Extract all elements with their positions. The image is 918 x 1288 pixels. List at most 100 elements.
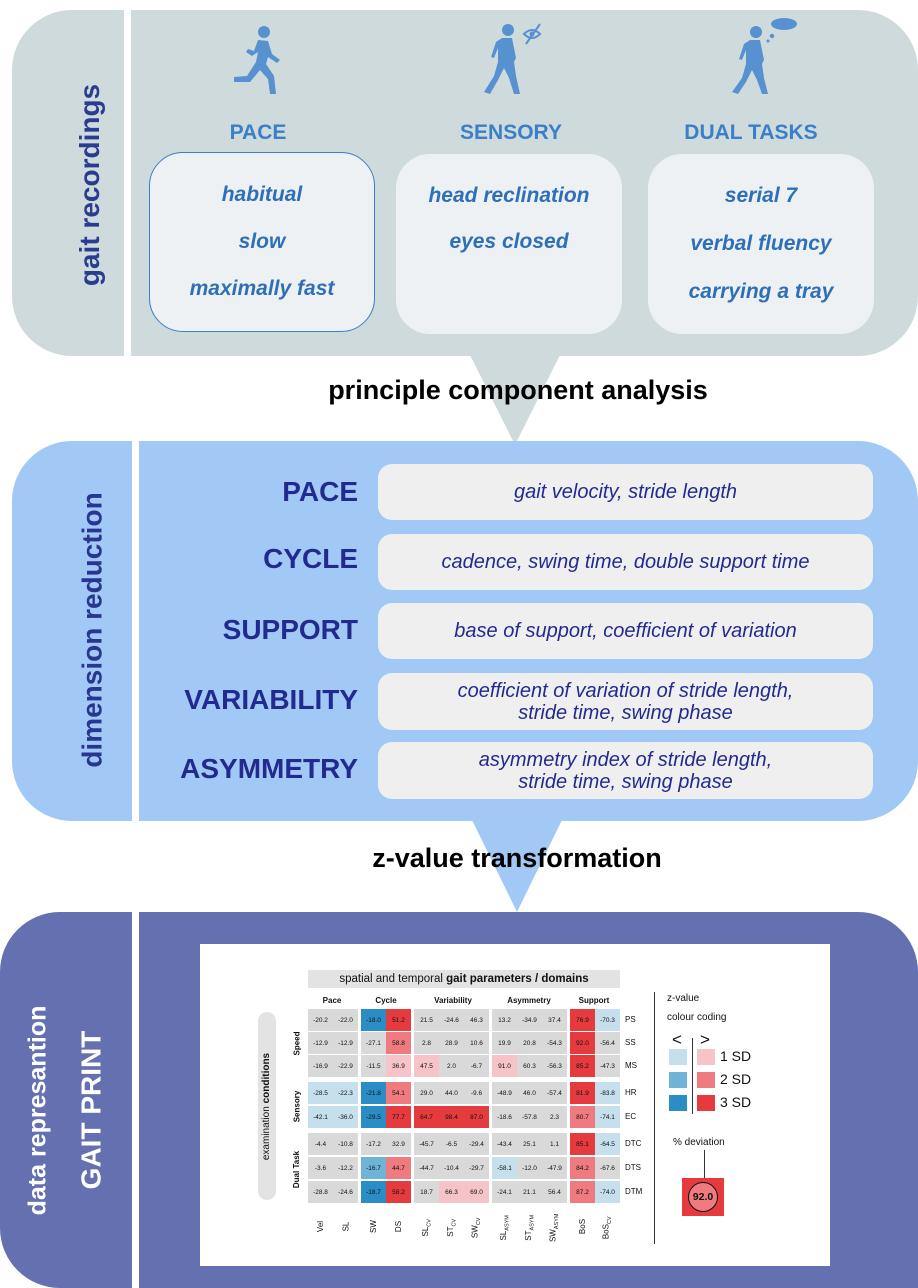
column-label: STCV <box>445 1218 458 1237</box>
heatmap-cell: 84.2 <box>570 1157 595 1179</box>
domain-description-cycle: cadence, swing time, double support time <box>378 534 873 590</box>
heatmap-cell: -11.5 <box>361 1055 386 1077</box>
heatmap-cell: -56.4 <box>595 1032 620 1054</box>
heatmap-cell: 29.0 <box>414 1082 439 1104</box>
heatmap-cell: -18.6 <box>492 1106 517 1128</box>
heatmap-cell: -18.0 <box>361 1009 386 1031</box>
heatmap-cell: -57.8 <box>517 1106 542 1128</box>
column-label: BoS <box>578 1218 587 1235</box>
domain-label-pace: PACE <box>282 476 358 507</box>
heatmap-cell: 2.0 <box>439 1055 464 1077</box>
heatmap-cell: 21.1 <box>517 1181 542 1203</box>
domain-label-variability: VARIABILITY <box>184 684 358 715</box>
heatmap-cell: 2.8 <box>414 1032 439 1054</box>
dimension-reduction-label: dimension reduction <box>77 492 109 768</box>
heatmap-cell: 69.0 <box>464 1181 489 1203</box>
heatmap-cell: 28.9 <box>439 1032 464 1054</box>
legend-swatch-neg1 <box>669 1049 687 1065</box>
heatmap-cell: 91.0 <box>492 1055 517 1077</box>
row-label: HR <box>625 1088 637 1097</box>
pca-heading: principle component analysis <box>328 375 708 405</box>
heatmap-cell: -83.8 <box>595 1082 620 1104</box>
legend-1sd: 1 SD <box>720 1048 752 1064</box>
heatmap-cell: 21.5 <box>414 1009 439 1031</box>
domain-label-asymmetry: ASYMMETRY <box>180 753 358 784</box>
heatmap-cell: 13.2 <box>492 1009 517 1031</box>
conditions-axis-label: examination conditions <box>261 1052 273 1160</box>
heatmap-cell: -12.9 <box>308 1032 333 1054</box>
heatmap-cell: -28.5 <box>308 1082 333 1104</box>
legend-title-line2: colour coding <box>667 1012 727 1023</box>
column-label: SL <box>340 1221 350 1232</box>
heatmap-cell: -29.4 <box>464 1133 489 1155</box>
heatmap-cell: 51.2 <box>386 1009 411 1031</box>
dual-task-condition-item: carrying a tray <box>688 280 834 303</box>
row-label: DTM <box>625 1187 643 1196</box>
heatmap-cell: 98.4 <box>439 1106 464 1128</box>
heatmap-cell: -54.3 <box>542 1032 567 1054</box>
column-label: DS <box>394 1220 403 1233</box>
legend-greater-than: > <box>700 1030 710 1049</box>
description-line: cadence, swing time, double support time <box>441 551 810 573</box>
heatmap-cell: -74.1 <box>595 1106 620 1128</box>
column-label: SLCV <box>420 1219 433 1237</box>
heatmap-cell: -20.2 <box>308 1009 333 1031</box>
heatmap-cell: 64.7 <box>414 1106 439 1128</box>
title-bold-text: gait parameters / domains <box>446 973 589 985</box>
domain-description-variability: coefficient of variation of stride lengt… <box>378 673 873 730</box>
legend-deviation-pointer <box>704 1150 705 1180</box>
heatmap-cell: 44.7 <box>386 1157 411 1179</box>
heatmap-cell: 20.8 <box>517 1032 542 1054</box>
dual-task-condition-item: serial 7 <box>724 184 798 207</box>
pace-condition-item: slow <box>238 229 286 253</box>
legend-inner-divider <box>692 1038 693 1114</box>
heatmap-cell: -10.4 <box>439 1157 464 1179</box>
heatmap-cell: 56.4 <box>542 1181 567 1203</box>
column-label: SW <box>368 1220 378 1233</box>
description-line: coefficient of variation of stride lengt… <box>457 679 794 702</box>
domain-description-support: base of support, coefficient of variatio… <box>378 603 873 659</box>
heatmap-cell: -6.5 <box>439 1133 464 1155</box>
sensory-condition-item: head reclination <box>428 184 590 207</box>
domain-header-asymmetry: Asymmetry <box>507 996 551 1005</box>
heatmap-cell: -36.0 <box>333 1106 358 1128</box>
description-line: base of support, coefficient of variatio… <box>454 620 797 642</box>
heatmap-cell: 37.4 <box>542 1009 567 1031</box>
pace-conditions-box: habitual slow maximally fast <box>149 152 375 332</box>
legend-swatch-neg3 <box>669 1095 687 1111</box>
heatmap-cell: -3.6 <box>308 1157 333 1179</box>
heatmap-cell: 32.9 <box>386 1133 411 1155</box>
heatmap-cell: 60.3 <box>517 1055 542 1077</box>
heatmap-cell: -22.0 <box>333 1009 358 1031</box>
domain-header-support: Support <box>578 996 610 1005</box>
section-divider <box>132 912 139 1288</box>
legend-swatch-pos2 <box>697 1072 715 1088</box>
heatmap-cell: 18.7 <box>414 1181 439 1203</box>
heatmap-cell: 19.9 <box>492 1032 517 1054</box>
domain-label-support: SUPPORT <box>222 614 358 645</box>
heatmap-cell: -57.4 <box>542 1082 567 1104</box>
sensory-conditions-box: head reclination eyes closed <box>396 154 622 334</box>
sensory-condition-item: eyes closed <box>449 230 569 253</box>
legend-3sd: 3 SD <box>720 1094 752 1110</box>
heatmap-cell: -27.1 <box>361 1032 386 1054</box>
arrow-down-1 <box>470 355 560 445</box>
gait-print-label: GAIT PRINT <box>75 1030 107 1190</box>
heatmap-cell: -12.2 <box>333 1157 358 1179</box>
group-label-sensory: Sensory <box>292 1090 302 1122</box>
heatmap-cell: -56.3 <box>542 1055 567 1077</box>
category-dual-tasks-title: DUAL TASKS <box>684 121 818 144</box>
heatmap-cell: -47.3 <box>595 1055 620 1077</box>
domain-label-cycle: CYCLE <box>263 543 358 574</box>
section-divider <box>124 10 131 356</box>
domain-description-pace: gait velocity, stride length <box>378 464 873 520</box>
row-label: DTC <box>625 1139 642 1148</box>
legend-title-line1: z-value <box>667 993 700 1004</box>
heatmap-cell: -22.9 <box>333 1055 358 1077</box>
heatmap-cell: 1.1 <box>542 1133 567 1155</box>
arrow-down-2 <box>472 820 562 912</box>
domain-header-cycle: Cycle <box>375 996 397 1005</box>
legend-deviation-label: % deviation <box>673 1137 725 1148</box>
domain-description-asymmetry: asymmetry index of stride length, stride… <box>378 742 873 799</box>
gait-print-figure <box>200 944 830 1266</box>
